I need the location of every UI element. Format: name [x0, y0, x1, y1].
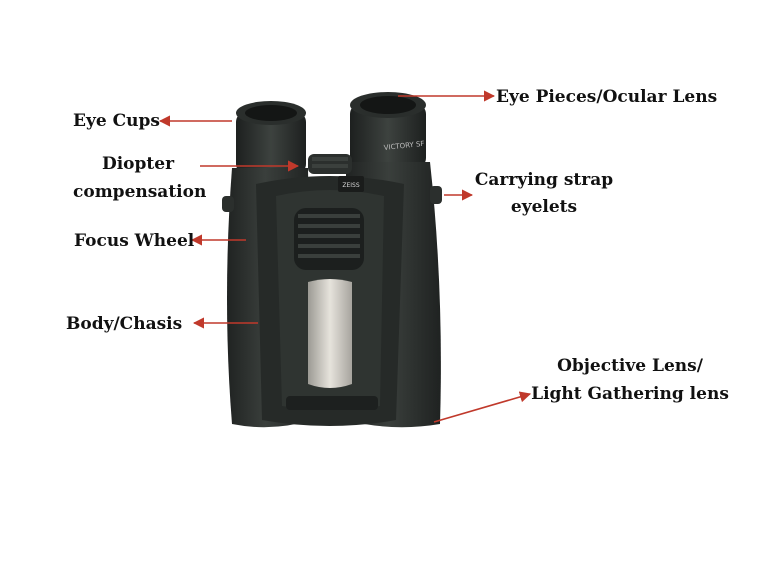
brand-mark: ZEISS [342, 182, 359, 189]
label-strap-line2: eyelets [510, 197, 578, 217]
annotation-arrows [158, 90, 532, 423]
label-diopter-line2: compensation [73, 182, 207, 202]
center-window [308, 279, 352, 388]
bridge-base [286, 396, 378, 410]
label-eye-pieces: Eye Pieces/Ocular Lens [496, 87, 718, 107]
label-strap-line1: Carrying strap [474, 170, 614, 190]
label-body-chasis: Body/Chasis [66, 314, 183, 334]
focus-wheel [294, 208, 364, 270]
left-eye-cup [236, 101, 306, 174]
right-eye-cup [350, 92, 426, 168]
label-objective-line2: Light Gathering lens [531, 384, 729, 404]
label-diopter-line1: Diopter [101, 154, 175, 174]
left-strap-eyelet [222, 196, 234, 212]
diopter-ring [308, 154, 352, 174]
label-objective-line1: Objective Lens/ [557, 356, 703, 376]
label-focus-wheel: Focus Wheel [74, 231, 195, 251]
right-strap-eyelet [430, 186, 442, 204]
arrow-objective-lens [433, 391, 532, 423]
label-eye-cups: Eye Cups [73, 111, 160, 131]
brand-badge [338, 176, 364, 192]
